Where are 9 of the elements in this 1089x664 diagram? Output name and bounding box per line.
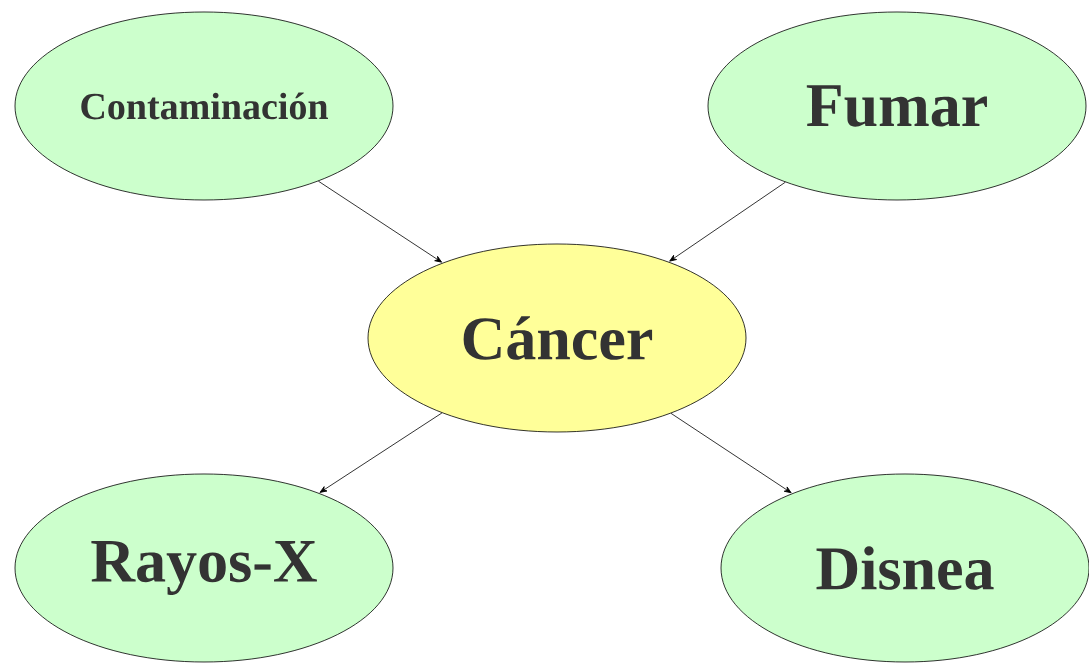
arrow xyxy=(669,181,786,262)
ellipse-node: Rayos-X xyxy=(14,473,394,663)
ellipse-node: Fumar xyxy=(707,11,1087,201)
arrow xyxy=(670,412,792,494)
arrow xyxy=(319,412,443,493)
ellipse-node: Cáncer xyxy=(367,243,747,433)
ellipse-node: Disnea xyxy=(720,473,1089,663)
arrow xyxy=(318,180,443,263)
ellipse-node: Contaminación xyxy=(14,11,394,201)
